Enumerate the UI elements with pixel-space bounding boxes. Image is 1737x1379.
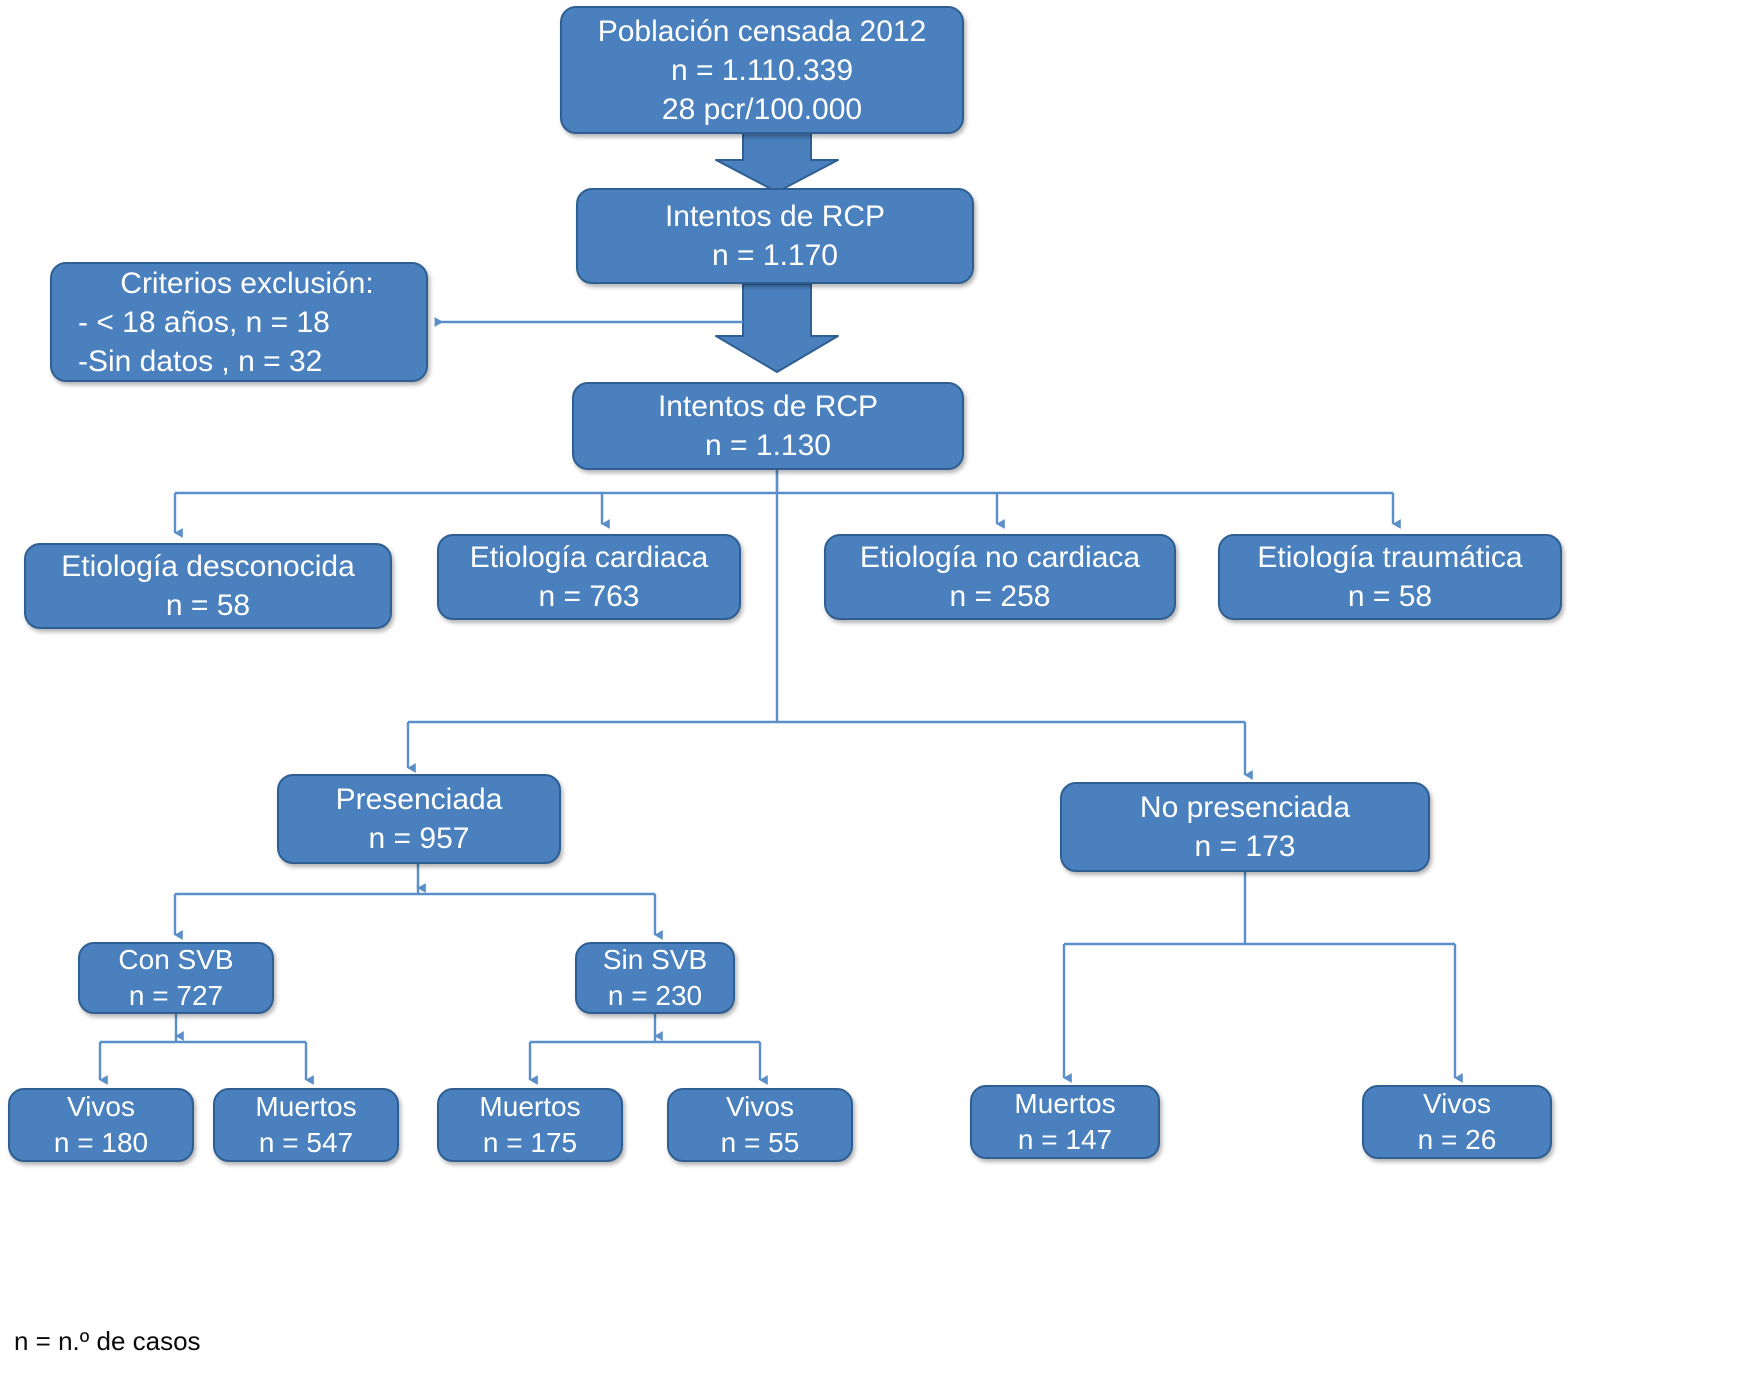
node-vivos-con-svb-line1: Vivos — [67, 1090, 135, 1122]
node-presenciada-line1: Presenciada — [335, 783, 503, 816]
node-vivos-sin-svb[interactable]: Vivos n = 55 — [667, 1088, 853, 1162]
figure-footnote: n = n.º de casos — [14, 1326, 201, 1356]
node-etiologia-no-cardiaca[interactable]: Etiología no cardiaca n = 258 — [824, 534, 1176, 620]
node-vivos-sin-svb-line1: Vivos — [726, 1090, 794, 1122]
node-etiologia-desconocida-line2: n = 58 — [165, 589, 251, 622]
node-poblacion-line2: n = 1.110.339 — [670, 53, 854, 87]
node-exclusion-line2: - < 18 años, n = 18 — [78, 305, 330, 339]
node-con-svb[interactable]: Con SVB n = 727 — [78, 942, 274, 1014]
node-presenciada[interactable]: Presenciada n = 957 — [277, 774, 561, 864]
node-muertos-con-svb[interactable]: Muertos n = 547 — [213, 1088, 399, 1162]
node-muertos-sin-svb-line2: n = 175 — [482, 1127, 578, 1158]
node-vivos-sin-svb-line2: n = 55 — [720, 1127, 800, 1158]
node-con-svb-line2: n = 727 — [128, 980, 224, 1011]
block-arrow-intentos1-to-intentos2 — [715, 283, 839, 373]
node-etiologia-traumatica[interactable]: Etiología traumática n = 58 — [1218, 534, 1562, 620]
node-poblacion-censada[interactable]: Población censada 2012 n = 1.110.339 28 … — [560, 6, 964, 134]
node-etiologia-desconocida[interactable]: Etiología desconocida n = 58 — [24, 543, 392, 629]
node-presenciada-line2: n = 957 — [368, 822, 470, 855]
node-criterios-exclusion[interactable]: Criterios exclusión: - < 18 años, n = 18… — [50, 262, 428, 382]
node-etiologia-traumatica-line2: n = 58 — [1347, 580, 1433, 613]
node-exclusion-line3: -Sin datos , n = 32 — [78, 344, 323, 378]
node-vivos-no-presenciada-line1: Vivos — [1423, 1087, 1491, 1119]
node-muertos-no-presenciada-line1: Muertos — [1014, 1087, 1116, 1119]
node-etiologia-no-cardiaca-line2: n = 258 — [949, 580, 1051, 613]
node-muertos-no-presenciada[interactable]: Muertos n = 147 — [970, 1085, 1160, 1159]
connector-consvb-fan — [98, 1014, 314, 1085]
node-poblacion-line1: Población censada 2012 — [597, 14, 927, 48]
node-intentos-rcp-1170[interactable]: Intentos de RCP n = 1.170 — [576, 188, 974, 284]
connector-etiology-fan — [173, 470, 1401, 538]
node-vivos-con-svb-line2: n = 180 — [53, 1127, 149, 1158]
node-no-presenciada[interactable]: No presenciada n = 173 — [1060, 782, 1430, 872]
node-etiologia-cardiaca-line1: Etiología cardiaca — [469, 541, 709, 574]
node-sin-svb-line1: Sin SVB — [602, 943, 708, 975]
node-sin-svb[interactable]: Sin SVB n = 230 — [575, 942, 735, 1014]
node-etiologia-traumatica-line1: Etiología traumática — [1257, 541, 1523, 574]
node-intentos2-line1: Intentos de RCP — [657, 390, 879, 423]
node-etiologia-no-cardiaca-line1: Etiología no cardiaca — [859, 541, 1141, 574]
node-etiologia-cardiaca[interactable]: Etiología cardiaca n = 763 — [437, 534, 741, 620]
node-intentos1-line1: Intentos de RCP — [664, 200, 886, 233]
node-vivos-no-presenciada[interactable]: Vivos n = 26 — [1362, 1085, 1552, 1159]
node-vivos-no-presenciada-line2: n = 26 — [1417, 1124, 1497, 1155]
connector-nopresenciada-fan — [1062, 872, 1463, 1083]
node-muertos-no-presenciada-line2: n = 147 — [1017, 1124, 1113, 1155]
connector-sinsvb-fan — [528, 1014, 768, 1085]
connector-svb-fan — [173, 864, 663, 940]
node-poblacion-line3: 28 pcr/100.000 — [661, 92, 863, 126]
node-intentos1-line2: n = 1.170 — [712, 239, 838, 272]
connector-presenciada-fan — [406, 470, 1253, 780]
node-intentos2-line2: n = 1.130 — [705, 429, 831, 462]
node-muertos-sin-svb-line1: Muertos — [479, 1090, 581, 1122]
node-muertos-con-svb-line2: n = 547 — [258, 1127, 354, 1158]
node-sin-svb-line2: n = 230 — [607, 980, 703, 1011]
node-con-svb-line1: Con SVB — [118, 943, 234, 975]
node-muertos-con-svb-line1: Muertos — [255, 1090, 357, 1122]
node-vivos-con-svb[interactable]: Vivos n = 180 — [8, 1088, 194, 1162]
node-etiologia-cardiaca-line2: n = 763 — [538, 580, 640, 613]
node-intentos-rcp-1130[interactable]: Intentos de RCP n = 1.130 — [572, 382, 964, 470]
node-etiologia-desconocida-line1: Etiología desconocida — [61, 550, 355, 583]
node-no-presenciada-line2: n = 173 — [1194, 830, 1296, 863]
node-no-presenciada-line1: No presenciada — [1139, 791, 1351, 824]
node-muertos-sin-svb[interactable]: Muertos n = 175 — [437, 1088, 623, 1162]
block-arrow-poblacion-to-intentos1 — [715, 132, 839, 193]
node-exclusion-line1: Criterios exclusión: — [120, 266, 374, 300]
